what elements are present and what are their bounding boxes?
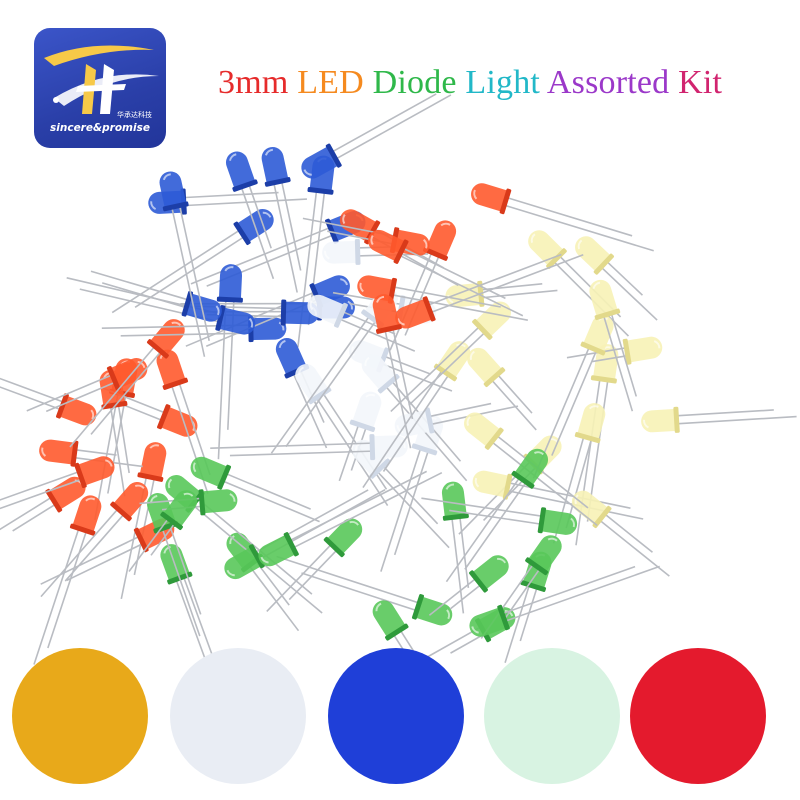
led-diode: [226, 532, 300, 632]
led-diode: [372, 294, 414, 449]
led-diode: [332, 291, 437, 324]
led-diode: [442, 481, 470, 614]
led-diode: [368, 229, 524, 317]
led-diode: [0, 476, 86, 538]
title-word-kit: Kit: [678, 64, 723, 101]
led-diode: [226, 151, 275, 280]
led-diode: [40, 518, 175, 585]
led-diode: [380, 415, 444, 572]
led-diode: [428, 555, 509, 616]
led-diode: [270, 287, 398, 454]
led-diode: [159, 171, 210, 357]
led-diode: [349, 340, 453, 392]
brand-logo: 华承达科技 sincere&promise: [34, 28, 166, 148]
led-diode: [472, 470, 644, 520]
title-word-diode: Diode: [372, 64, 457, 101]
led-diode: [352, 439, 450, 549]
led-diode: [445, 280, 558, 308]
led-diode: [302, 217, 430, 256]
led-diode: [210, 434, 408, 461]
brand-swoosh-icon: [44, 45, 159, 114]
led-diode: [90, 270, 222, 322]
led-diode: [0, 456, 115, 525]
title-word-assorted: Assorted: [546, 64, 670, 101]
led-diode: [641, 406, 797, 433]
led-diode: [480, 535, 562, 639]
led-diode: [39, 439, 143, 468]
led-diode: [101, 316, 287, 343]
led-diode: [102, 387, 198, 437]
led-diode: [395, 253, 584, 329]
led-diode: [147, 493, 202, 637]
led-diode: [180, 294, 355, 321]
led-diode: [338, 391, 382, 482]
led-diode: [297, 155, 335, 348]
led-diode: [165, 475, 323, 614]
led-diode: [445, 448, 548, 583]
swatch-green: [484, 648, 620, 784]
led-diode: [552, 403, 606, 544]
led-diode: [322, 238, 428, 265]
logo-brand-text: sincere&promise: [50, 122, 150, 134]
led-diode: [394, 402, 519, 437]
led-diode: [421, 497, 578, 535]
led-diode: [276, 555, 453, 626]
led-diode: [185, 275, 350, 348]
led-diode: [156, 349, 211, 494]
title-word-light: Light: [465, 64, 541, 101]
led-diode: [528, 230, 630, 337]
led-diode: [467, 347, 537, 431]
led-diode: [26, 358, 148, 413]
led-diode: [0, 365, 97, 426]
led-diode: [275, 338, 328, 449]
led-diode: [128, 490, 198, 572]
led-diode: [469, 565, 660, 637]
led-diode: [389, 220, 457, 351]
led-diode: [69, 319, 185, 448]
led-diode: [148, 188, 307, 215]
page-title: 3mm LED Diode Light Assorted Kit: [218, 64, 722, 102]
swatch-white: [170, 648, 306, 784]
led-diode: [139, 489, 238, 516]
led-diode: [94, 358, 138, 521]
swatch-yellow: [12, 648, 148, 784]
led-diode: [362, 341, 471, 489]
led-diode: [458, 435, 562, 535]
title-word-led: LED: [297, 64, 364, 101]
led-diode: [361, 354, 468, 482]
led-diode: [99, 369, 130, 497]
led-diode: [339, 209, 459, 287]
led-diode: [66, 277, 256, 335]
led-diode: [390, 301, 511, 413]
led-diode: [216, 264, 243, 460]
swatch-red: [630, 648, 766, 784]
led-diode: [566, 336, 663, 365]
led-diode: [111, 209, 274, 314]
led-diode: [224, 488, 386, 580]
led-diode: [357, 275, 528, 321]
led-diode: [258, 470, 443, 567]
title-word-3mm: 3mm: [218, 64, 289, 101]
led-diode: [589, 279, 638, 412]
led-diode: [33, 495, 102, 665]
led-diode: [190, 456, 320, 523]
led-diode: [532, 314, 614, 479]
led-diode: [464, 412, 598, 526]
led-diode: [180, 299, 319, 326]
led-diode: [307, 294, 416, 352]
led-diode: [471, 183, 654, 252]
led-diode: [295, 364, 389, 507]
led-diode: [575, 344, 619, 546]
led-diode: [190, 211, 366, 287]
swatch-blue: [328, 648, 464, 784]
logo-chinese-text: 华承达科技: [117, 111, 152, 119]
led-diode: [266, 518, 363, 612]
led-diode: [571, 490, 670, 577]
led-diode: [575, 236, 658, 321]
led-diode: [40, 482, 149, 598]
led-diode: [261, 146, 302, 293]
led-diode: [120, 442, 167, 600]
